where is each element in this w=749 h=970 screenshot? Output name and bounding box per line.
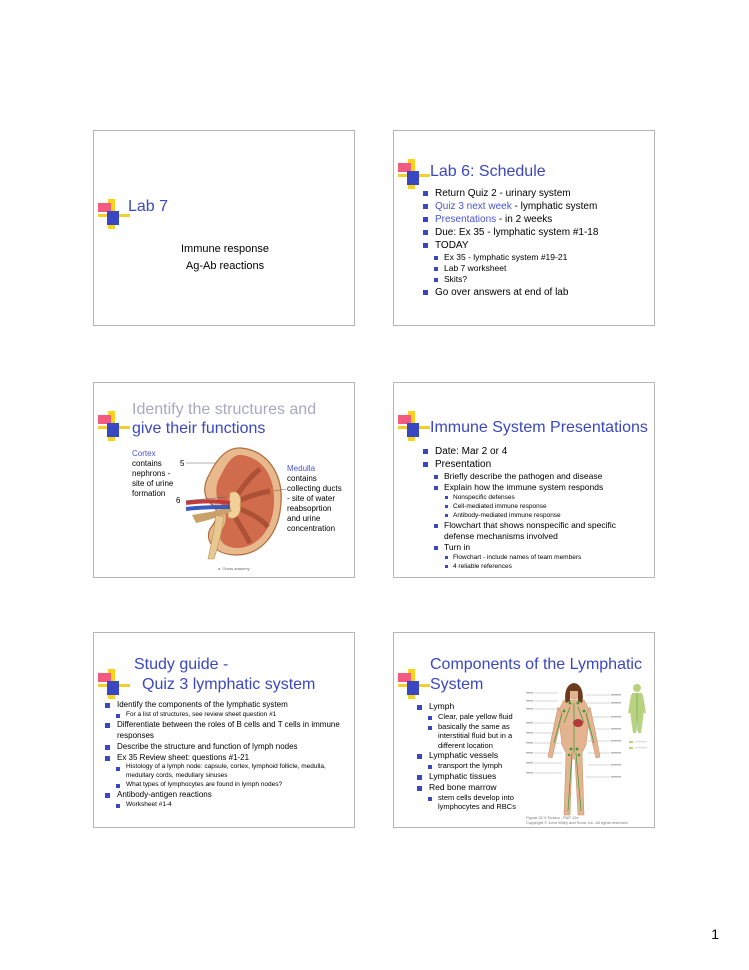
bullet-item: Lymph: [416, 701, 524, 712]
sub-bullet-item: Explain how the immune system responds: [433, 482, 650, 493]
figure-credit: Figure 22.4 Tortora - PAP 12e Copyright …: [526, 815, 629, 825]
bullet-item: Go over answers at end of lab: [422, 286, 650, 299]
cortex-label: Cortex contains nephrons - site of urine…: [132, 449, 174, 498]
slide-title-line1: Components of the Lymphatic: [430, 656, 642, 673]
slide-kidney: Identify the structures and give their f…: [93, 382, 355, 578]
slide-logo-icon: [398, 669, 430, 699]
slide-logo-icon: [398, 159, 430, 189]
bullet-item: Red bone marrow: [416, 782, 524, 793]
medulla-label: Medulla contains collecting ducts - site…: [287, 464, 342, 533]
slide-title-line2: give their functions: [132, 420, 266, 437]
slide-title: Lab 6: Schedule: [430, 163, 546, 180]
sub-bullet-item: Skits?: [433, 274, 650, 285]
slide-title-line2: System: [430, 676, 484, 693]
sub-bullet-item: Clear, pale yellow fluid: [427, 712, 524, 722]
sub-sub-bullet-item: 4 reliable references: [444, 562, 650, 571]
bullet-list: Lymph Clear, pale yellow fluid basically…: [416, 701, 524, 812]
slide-lab7: Lab 7 Immune response Ag-Ab reactions: [93, 130, 355, 326]
slide-title-line1: Study guide -: [134, 656, 229, 673]
sub-bullet-item: Histology of a lymph node: capsule, cort…: [115, 763, 346, 780]
sub-bullet-item: Briefly describe the pathogen and diseas…: [433, 471, 650, 482]
page-number: 1: [711, 926, 719, 942]
slide-logo-icon: [98, 411, 130, 441]
bullet-item: Differentiate between the roles of B cel…: [104, 719, 346, 741]
sub-bullet-item: basically the same as interstitial fluid…: [427, 722, 524, 751]
label-6: 6: [176, 496, 181, 505]
slide-logo-icon: [398, 411, 430, 441]
bullet-item: Describe the structure and function of l…: [104, 741, 346, 752]
sub-bullet-item: stem cells develop into lymphocytes and …: [427, 793, 524, 812]
sub-bullet-item: Ex 35 - lymphatic system #19-21: [433, 252, 650, 263]
bullet-item: Return Quiz 2 - urinary system: [422, 187, 650, 200]
sub-bullet-item: For a list of structures, see review she…: [115, 710, 346, 719]
slide-title-line2: Quiz 3 lymphatic system: [142, 676, 316, 693]
slide-presentations: Immune System Presentations Date: Mar 2 …: [393, 382, 655, 578]
sub-bullet-item: What types of lymphocytes are found in l…: [115, 780, 346, 789]
bullet-item: Lymphatic tissues: [416, 771, 524, 782]
sub-sub-bullet-item: Flowchart - include names of team member…: [444, 553, 650, 562]
lymphatic-figure: [526, 683, 647, 816]
slide-logo-icon: [98, 199, 130, 229]
bullet-list: Identify the components of the lymphatic…: [104, 699, 346, 809]
bullet-item: Date: Mar 2 or 4: [422, 445, 650, 458]
bullet-item: Antibody-antigen reactions: [104, 789, 346, 800]
slide-study-guide: Study guide - Quiz 3 lymphatic system Id…: [93, 632, 355, 828]
kidney-diagram: [186, 447, 286, 560]
sub-bullet-item: Flowchart that shows nonspecific and spe…: [433, 520, 630, 542]
slide-lymphatic-components: Components of the Lymphatic System Lymph…: [393, 632, 655, 828]
figure-caption: a. Gross anatomy: [218, 566, 250, 571]
sub-bullet-item: Lab 7 worksheet: [433, 263, 650, 274]
bullet-item: TODAY: [422, 239, 650, 252]
slide-subtitle: Immune response Ag-Ab reactions: [94, 241, 354, 275]
sub-bullet-item: Turn in: [433, 542, 650, 553]
subtitle-line: Immune response: [180, 243, 270, 255]
slide-title: Immune System Presentations: [430, 419, 648, 436]
sub-bullet-item: Worksheet #1-4: [115, 800, 346, 809]
sub-sub-bullet-item: Cell-mediated immune response: [444, 502, 650, 511]
label-5: 5: [180, 459, 185, 468]
sub-bullet-item: transport the lymph: [427, 761, 524, 771]
slide-title-line1: Identify the structures and: [132, 401, 317, 418]
bullet-item: Quiz 3 next week - lymphatic system: [422, 200, 650, 213]
slide-schedule: Lab 6: Schedule Return Quiz 2 - urinary …: [393, 130, 655, 326]
bullet-item: Presentations - in 2 weeks: [422, 213, 650, 226]
bullet-item: Lymphatic vessels: [416, 750, 524, 761]
bullet-item: Ex 35 Review sheet: questions #1-21: [104, 752, 346, 763]
bullet-item: Presentation: [422, 458, 650, 471]
subtitle-line: Ag-Ab reactions: [185, 260, 265, 272]
bullet-list: Date: Mar 2 or 4 Presentation Briefly de…: [422, 445, 650, 571]
slide-logo-icon: [98, 669, 130, 699]
sub-sub-bullet-item: Nonspecific defenses: [444, 493, 650, 502]
slide-title: Lab 7: [128, 198, 169, 215]
sub-sub-bullet-item: Antibody-mediated immune response: [444, 511, 650, 520]
bullet-item: Identify the components of the lymphatic…: [104, 699, 346, 710]
bullet-item: Due: Ex 35 - lymphatic system #1-18: [422, 226, 650, 239]
bullet-list: Return Quiz 2 - urinary system Quiz 3 ne…: [422, 187, 650, 299]
